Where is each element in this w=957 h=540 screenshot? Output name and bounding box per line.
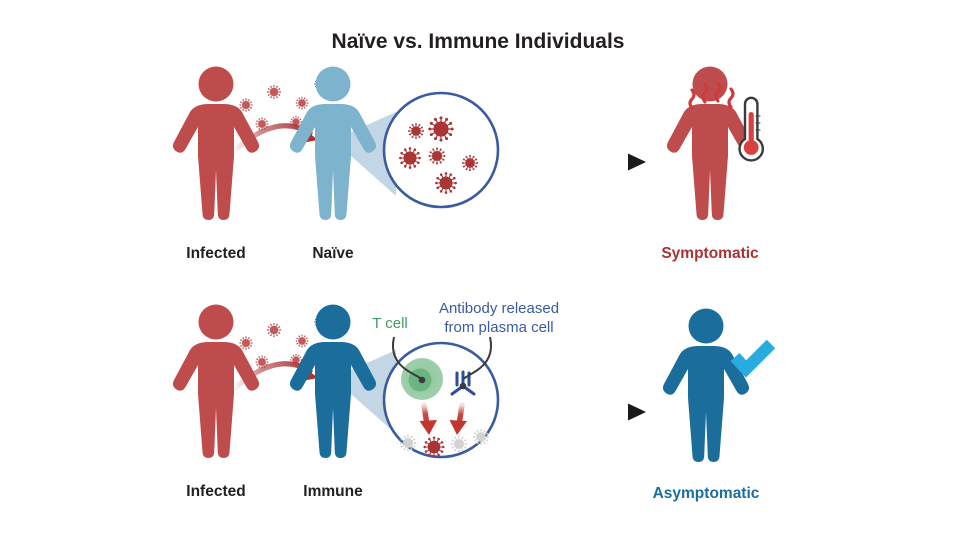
outcome-arrow-naive <box>518 153 646 171</box>
person-immune <box>289 304 377 458</box>
effector-arrows <box>419 402 467 435</box>
person-naive <box>289 66 377 220</box>
person-infected-naive-row <box>172 66 260 220</box>
thermometer-icon <box>738 96 764 162</box>
person-infected-immune-row <box>172 304 260 458</box>
annotation-antibody: Antibody released from plasma cell <box>439 300 559 336</box>
annotation-antibody-line1: Antibody released <box>439 300 559 317</box>
label-infected-immune-row: Infected <box>186 483 245 500</box>
row-naive: Infected Naïve <box>172 66 764 262</box>
label-infected-naive-row: Infected <box>186 245 245 262</box>
fever-squiggles-icon <box>688 81 735 110</box>
leader-dot-tcell <box>418 376 426 384</box>
outcome-arrow-immune <box>518 403 646 421</box>
check-mark-icon <box>730 339 776 378</box>
row-immune: Infected Immune <box>172 300 776 502</box>
annotation-leader-lines <box>392 336 492 380</box>
figure-title: Naïve vs. Immune Individuals <box>332 30 625 53</box>
label-naive: Naïve <box>312 245 354 262</box>
annotation-antibody-line2: from plasma cell <box>444 319 553 336</box>
label-immune: Immune <box>303 483 363 500</box>
label-symptomatic: Symptomatic <box>661 245 759 262</box>
magnifier-circle-naive <box>382 91 500 209</box>
label-asymptomatic: Asymptomatic <box>653 485 760 502</box>
magnifier-circle-immune <box>382 341 500 459</box>
annotation-t-cell: T cell <box>372 315 408 332</box>
leader-dot-antibody <box>459 382 467 390</box>
person-asymptomatic <box>662 308 750 462</box>
